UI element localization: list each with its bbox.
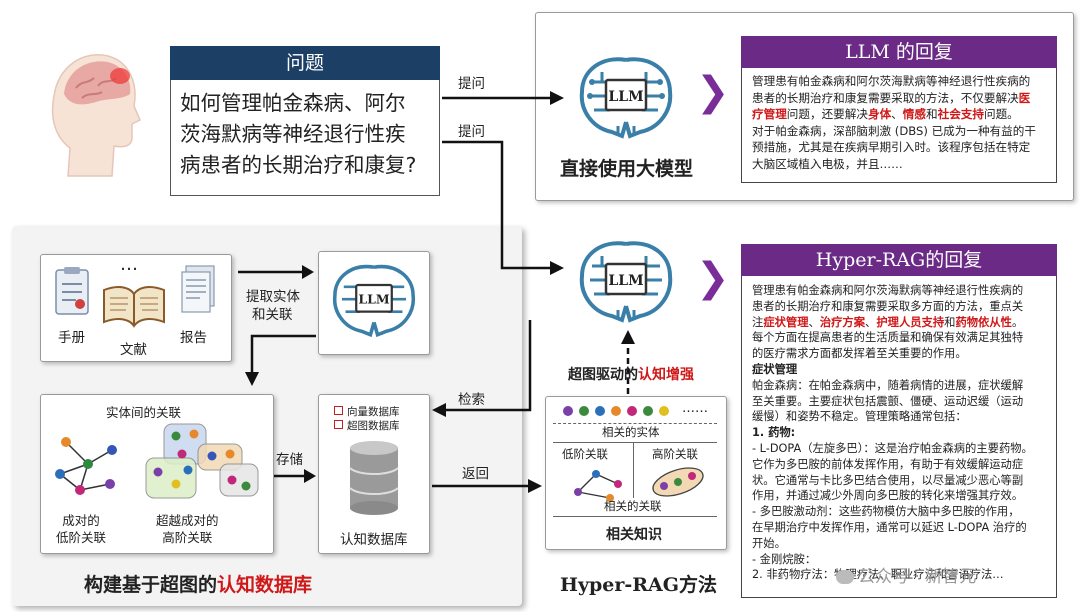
llm-brain-icon: LLM <box>579 241 673 323</box>
llm-brain-icon: LLM <box>333 264 415 338</box>
build-caption: 构建基于超图的认知数据库 <box>84 574 313 596</box>
svg-text:LLM: LLM <box>358 292 389 307</box>
method-caption: Hyper-RAG方法 <box>560 574 718 596</box>
manual-label: 手册 <box>58 330 85 346</box>
chevron-right-icon: ❯ <box>696 255 730 301</box>
question-header: 问题 <box>170 46 440 80</box>
high-order-label: 超越成对的高阶关联 <box>156 513 219 545</box>
question-text: 如何管理帕金森病、阿尔 茨海默病等神经退行性疾 病患者的长期治疗和康复? <box>180 91 417 177</box>
svg-text:LLM: LLM <box>608 89 643 105</box>
ellipsis-text: … <box>120 254 138 275</box>
arrow-retrieve <box>432 320 532 417</box>
entity-relations-title: 实体间的关联 <box>106 405 182 420</box>
store-label: 存储 <box>276 452 303 468</box>
database-icon <box>349 441 399 515</box>
return-label: 返回 <box>462 466 489 482</box>
high-order-hyperedge-icon <box>652 467 704 497</box>
wechat-icon <box>836 570 854 584</box>
report-label: 报告 <box>180 330 207 346</box>
literature-label: 文献 <box>120 342 147 358</box>
knowledge-hline-2 <box>553 516 717 517</box>
llm-answer-title: LLM 的回复 <box>741 36 1057 68</box>
ask-label-1: 提问 <box>458 76 485 92</box>
book-icon <box>103 286 165 328</box>
arrow-return <box>432 479 542 493</box>
arrow-enhance <box>621 330 635 394</box>
arrow-ask-direct <box>442 91 564 105</box>
arrow-ask-hyperrag <box>442 140 564 275</box>
low-order-label: 成对的低阶关联 <box>56 513 107 545</box>
extract-label: 提取实体和关联 <box>246 289 300 323</box>
arrow-to-llm <box>238 265 314 279</box>
hyperrag-answer-box <box>741 244 1057 598</box>
relevant-knowledge-title: 相关知识 <box>606 527 662 543</box>
hyperrag-answer-text: 管理患有帕金森病和阿尔茨海默病等神经退行性疾病的 患者的长期治疗和康复需要采取多… <box>752 284 1033 582</box>
llm-brain-icon: LLM <box>579 57 673 139</box>
enhance-caption: 超图驱动的认知增强 <box>568 367 694 383</box>
llm-answer-text: 管理患有帕金森病和阿尔茨海默病等神经退行性疾病的 患者的长期治疗和康复需要采取的… <box>752 74 1036 171</box>
direct-model-caption: 直接使用大模型 <box>560 158 694 180</box>
relevant-entities-label: 相关的实体 <box>602 425 660 439</box>
knowledge-ellipsis: …… <box>682 401 708 416</box>
knowledge-hline <box>553 442 717 443</box>
arrow-to-entities <box>245 334 316 386</box>
chevron-right-icon: ❯ <box>696 69 730 115</box>
pairwise-graph-icon <box>55 437 117 495</box>
low-order-label-2: 低阶关联 <box>562 447 608 461</box>
knowledge-divider <box>553 423 717 424</box>
relevant-relations-label: 相关的关联 <box>604 499 662 513</box>
human-head-icon <box>51 54 141 177</box>
report-icon <box>181 265 215 313</box>
low-order-graph-icon <box>574 470 622 502</box>
svg-text:LLM: LLM <box>608 273 643 289</box>
ask-label-2: 提问 <box>458 124 485 140</box>
arrow-store <box>274 469 316 483</box>
entity-dots-icon <box>563 406 669 416</box>
high-order-label-2: 高阶关联 <box>652 447 698 461</box>
retrieve-label: 检索 <box>458 392 485 408</box>
hypergraph-icon <box>145 423 259 499</box>
legend-vector: 向量数据库 <box>334 404 400 419</box>
clipboard-icon <box>55 267 89 315</box>
knowledge-vline <box>633 442 634 498</box>
database-name: 认知数据库 <box>340 532 408 548</box>
legend-hypergraph: 超图数据库 <box>334 418 400 433</box>
hyperrag-answer-title: Hyper-RAG的回复 <box>741 244 1057 276</box>
watermark: 公众号 · 新智元 <box>836 562 976 587</box>
